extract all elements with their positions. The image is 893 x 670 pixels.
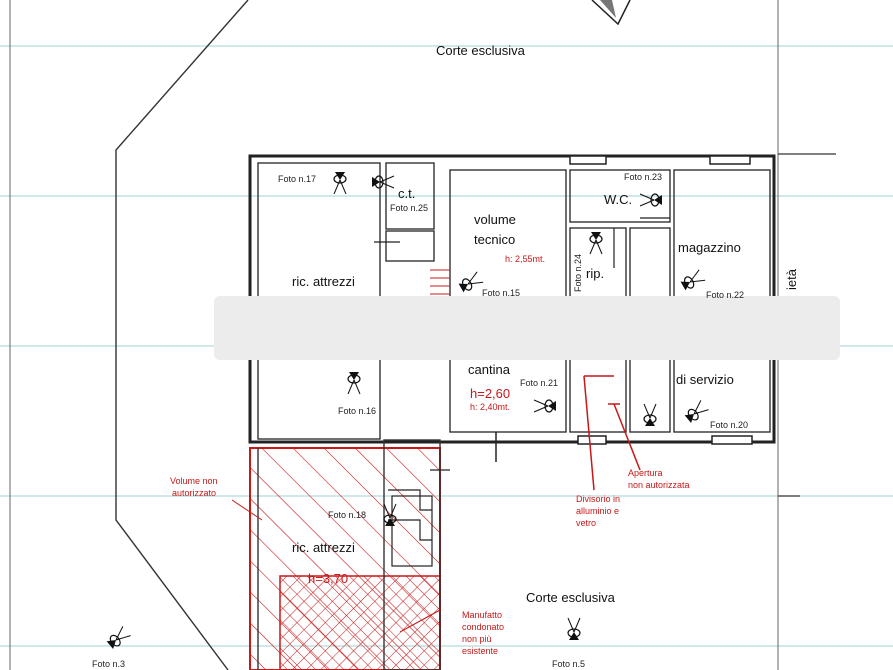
photo-label: Foto n.20 xyxy=(710,420,748,430)
camera-marker-icon xyxy=(347,371,361,395)
stairs xyxy=(430,269,450,295)
label-volume-2: tecnico xyxy=(474,232,515,247)
annotation-leaders xyxy=(231,499,441,633)
camera-marker-icon xyxy=(679,269,706,292)
photo-label: Foto n.23 xyxy=(624,172,662,182)
photo-label: Foto n.25 xyxy=(390,203,428,213)
label-di-servizio: di servizio xyxy=(676,372,734,387)
camera-marker-icon xyxy=(683,399,710,425)
camera-marker-icon xyxy=(333,171,347,195)
photo-label: Foto n.16 xyxy=(338,406,376,416)
camera-marker-icon xyxy=(533,399,557,413)
stairs-lower xyxy=(388,489,433,567)
label-volume-h: h: 2,55mt. xyxy=(505,254,545,264)
label-cantina-h1: h=2,60 xyxy=(470,386,510,401)
camera-marker-icon xyxy=(643,403,657,427)
photo-label: Foto n.15 xyxy=(482,288,520,298)
label-ct: c.t. xyxy=(398,186,415,201)
camera-marker-icon xyxy=(567,617,581,641)
note-apertura-1: Apertura xyxy=(628,468,663,478)
photo-label: Foto n.24 xyxy=(573,254,583,292)
photo-label: Foto n.22 xyxy=(706,290,744,300)
note-manufatto-1: Manufatto xyxy=(462,610,502,620)
note-volume-non-2: autorizzato xyxy=(172,488,216,498)
label-cantina: cantina xyxy=(468,362,511,377)
photo-label: Foto n.18 xyxy=(328,510,366,520)
label-corte-top: Corte esclusiva xyxy=(436,43,526,58)
label-side: ietà xyxy=(784,268,799,290)
label-rip: rip. xyxy=(586,266,604,281)
lot-boundary xyxy=(115,0,249,670)
label-corte-bottom: Corte esclusiva xyxy=(526,590,616,605)
label-ric-attrezzi-1: ric. attrezzi xyxy=(292,274,355,289)
blurred-area xyxy=(214,296,840,360)
note-divisorio-3: vetro xyxy=(576,518,596,528)
north-arrow-icon xyxy=(591,0,631,26)
label-ric-attrezzi-2: ric. attrezzi xyxy=(292,540,355,555)
note-divisorio-2: alluminio e xyxy=(576,506,619,516)
label-cantina-h2: h: 2,40mt. xyxy=(470,402,510,412)
label-h-370: h=3,70 xyxy=(308,571,348,586)
camera-marker-icon xyxy=(457,271,484,294)
camera-marker-icon xyxy=(589,231,603,255)
note-volume-non-1: Volume non xyxy=(170,476,218,486)
photo-label: Foto n.21 xyxy=(520,378,558,388)
note-apertura-2: non autorizzata xyxy=(628,480,690,490)
camera-marker-icon xyxy=(371,175,395,189)
divisorio-line xyxy=(583,375,641,491)
note-manufatto-4: esistente xyxy=(462,646,498,656)
label-volume-1: volume xyxy=(474,212,516,227)
photo-label: Foto n.17 xyxy=(278,174,316,184)
label-magazzino: magazzino xyxy=(678,240,741,255)
note-manufatto-2: condonato xyxy=(462,622,504,632)
label-wc: W.C. xyxy=(604,192,632,207)
note-divisorio-1: Divisorio in xyxy=(576,494,620,504)
note-manufatto-3: non più xyxy=(462,634,492,644)
photo-label: Foto n.3 xyxy=(92,659,125,669)
photo-label: Foto n.5 xyxy=(552,659,585,669)
